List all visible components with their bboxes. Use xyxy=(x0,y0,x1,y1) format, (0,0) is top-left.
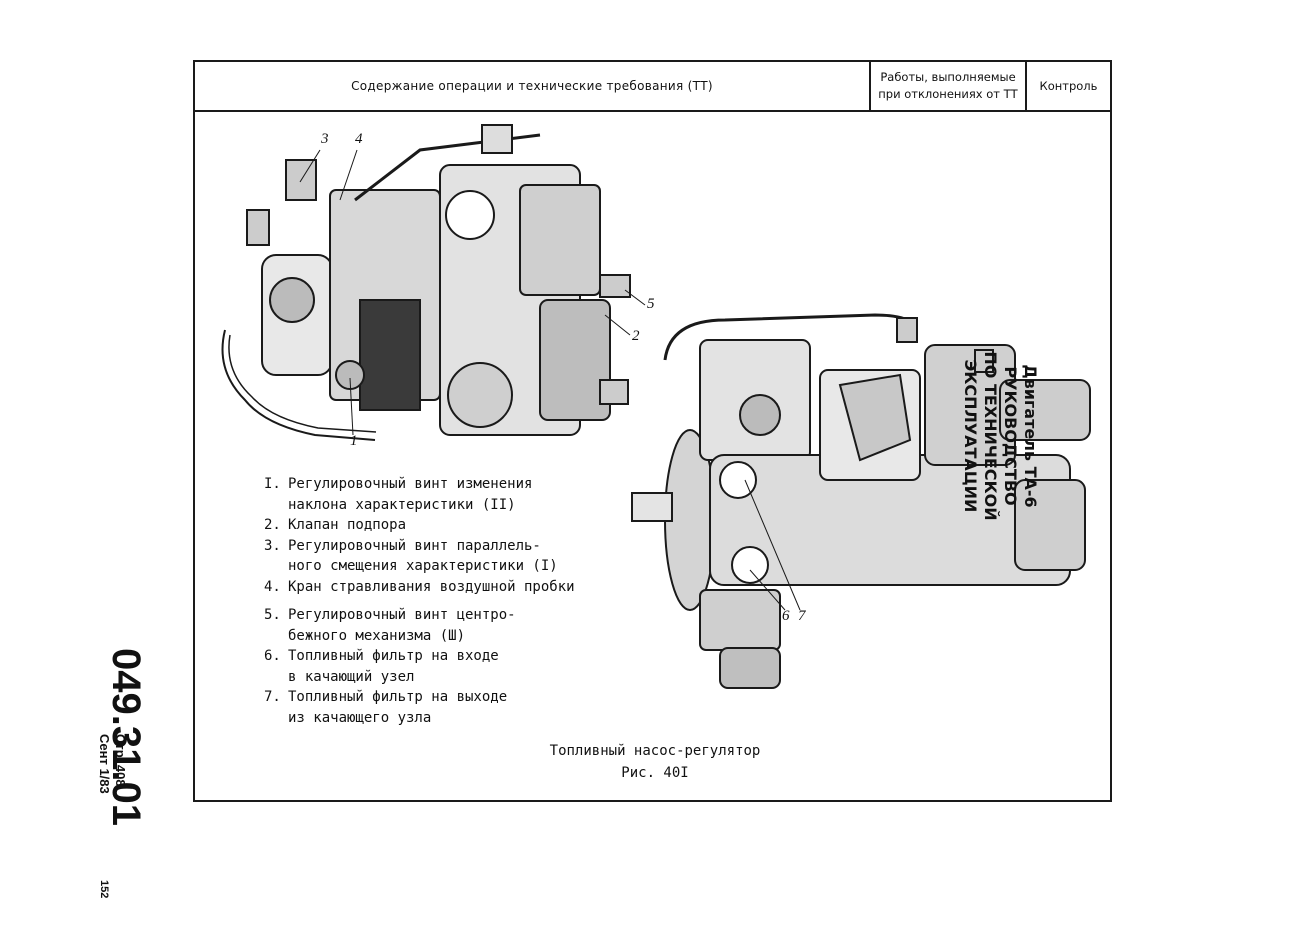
legend-line: ного смещения характеристики (I) xyxy=(288,558,558,574)
legend-number: 4. xyxy=(264,578,281,595)
legend-line: Кран стравливания воздушной пробки xyxy=(288,578,575,595)
legend-item: 4. Кран стравливания воздушной пробки xyxy=(264,577,575,598)
page-info: Стр. 408 Сент 1/83 xyxy=(96,734,128,794)
legend-line: бежного механизма (Ш) xyxy=(288,627,466,644)
callout-5: 5 xyxy=(647,296,655,312)
legend-line: Топливный фильтр на входе xyxy=(288,648,499,664)
header-deviation-line1: Работы, выполняемые xyxy=(880,70,1016,84)
legend-number: 3. xyxy=(264,537,281,554)
legend-line: Регулировочный винт изменения xyxy=(288,476,533,492)
manual-title-line1: РУКОВОДСТВО xyxy=(1001,366,1020,506)
legend-number: 6. xyxy=(264,648,281,664)
legend-text: Топливный фильтр на выходе из качающего … xyxy=(288,687,507,728)
legend-line: в качающий узел xyxy=(288,668,415,685)
callout-4: 4 xyxy=(355,131,363,147)
table-header: Содержание операции и технические требов… xyxy=(195,62,1110,112)
sheet-number: 152 xyxy=(98,880,110,899)
legend-text: Регулировочный винт изменения наклона ха… xyxy=(288,474,532,515)
legend-item: I. Регулировочный винт изменения наклона… xyxy=(264,474,575,515)
callout-2: 2 xyxy=(632,328,640,344)
pump-left-drawing xyxy=(221,124,646,441)
figure-title: Топливный насос-регулятор xyxy=(549,743,761,759)
legend-line: Клапан подпора xyxy=(288,517,407,533)
legend-item: 5. Регулировочный винт центро- бежного м… xyxy=(264,605,575,646)
manual-side-title: Двигатель ТА-6 РУКОВОДСТВО ПО ТЕХНИЧЕСКО… xyxy=(960,286,1040,586)
engine-title: Двигатель ТА-6 xyxy=(1021,364,1040,508)
legend-number: I. xyxy=(264,476,281,492)
callout-1: 1 xyxy=(350,433,358,449)
legend-item: 6. Топливный фильтр на входе в качающий … xyxy=(264,646,575,687)
legend-line: Регулировочный винт параллель- xyxy=(288,537,541,554)
callout-3: 3 xyxy=(321,131,329,147)
legend-number: 5. xyxy=(264,607,281,623)
legend-line: наклона характеристики (II) xyxy=(288,496,516,513)
header-deviation-column: Работы, выполняемые при отклонениях от Т… xyxy=(869,62,1027,110)
legend-line: Топливный фильтр на выходе xyxy=(288,689,508,705)
legend-number: 7. xyxy=(264,689,281,705)
figure-caption: Топливный насос-регулятор Рис. 40I xyxy=(530,740,780,784)
callout-7: 7 xyxy=(798,608,806,624)
page-date: Сент 1/83 xyxy=(97,734,112,794)
legend-item: 2. Клапан подпора xyxy=(264,515,575,536)
figure-number: Рис. 40I xyxy=(621,765,689,781)
parts-legend: I. Регулировочный винт изменения наклона… xyxy=(264,474,575,728)
legend-text: Регулировочный винт центро- бежного меха… xyxy=(288,605,516,646)
manual-title-line2: ПО ТЕХНИЧЕСКОЙ ЭКСПЛУАТАЦИИ xyxy=(961,351,1000,521)
header-deviation-line2: при отклонениях от ТТ xyxy=(878,87,1018,101)
legend-number: 2. xyxy=(264,517,281,533)
pump-right-drawing xyxy=(631,313,1091,689)
legend-text: Топливный фильтр на входе в качающий узе… xyxy=(288,646,499,687)
page-number: Стр. 408 xyxy=(113,734,128,787)
legend-line: из качающего узла xyxy=(288,709,432,726)
legend-item: 7. Топливный фильтр на выходе из качающе… xyxy=(264,687,575,728)
legend-line: Регулировочный винт центро- xyxy=(288,607,516,623)
header-control-column: Контроль xyxy=(1039,79,1098,93)
header-content-column: Содержание операции и технические требов… xyxy=(351,79,713,93)
document-frame: Содержание операции и технические требов… xyxy=(193,60,1112,802)
legend-text: Регулировочный винт параллель- ного смещ… xyxy=(288,536,558,577)
callout-6: 6 xyxy=(782,608,790,624)
legend-item: 3. Регулировочный винт параллель- ного с… xyxy=(264,536,575,577)
